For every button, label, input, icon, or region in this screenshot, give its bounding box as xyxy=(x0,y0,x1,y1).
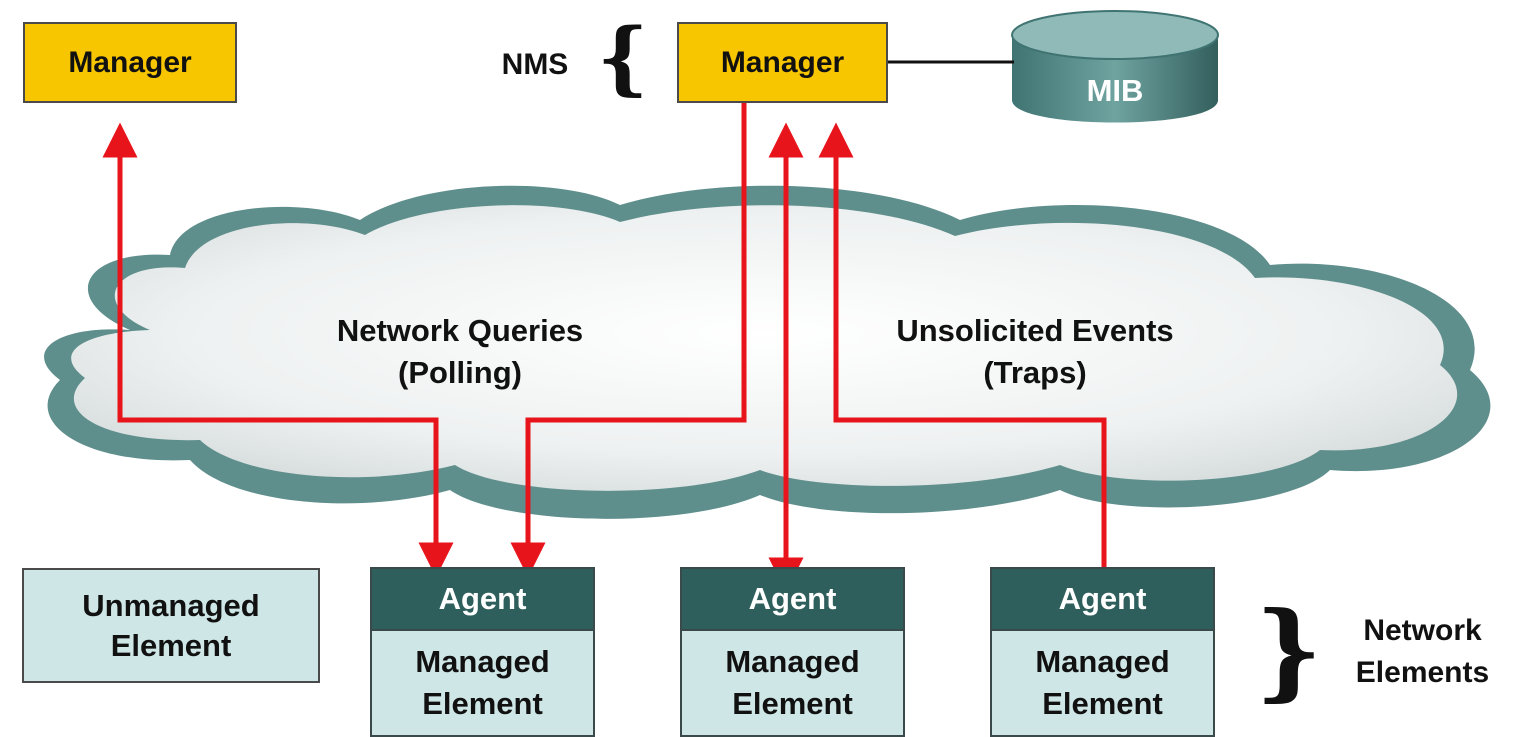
traps-label: Unsolicited Events (Traps) xyxy=(896,313,1174,390)
mib-label: MIB xyxy=(1086,73,1144,108)
unmanaged-element-label: Unmanaged Element xyxy=(82,587,260,663)
manager-box-nms: Manager xyxy=(677,22,888,103)
polling-arrow-left-manager xyxy=(102,122,454,578)
managed-element-2: Agent Managed Element xyxy=(680,567,905,737)
managed-element-label: Managed Element xyxy=(725,644,860,721)
manager-label: Manager xyxy=(68,45,192,79)
trap-arrow-agent3 xyxy=(818,122,1107,570)
managed-element-3: Agent Managed Element xyxy=(990,567,1215,737)
manager-label: Manager xyxy=(720,45,845,79)
nms-label: NMS xyxy=(501,48,569,81)
agent-label: Agent xyxy=(682,569,903,631)
managed-element-1: Agent Managed Element xyxy=(370,567,595,737)
polling-label: Network Queries (Polling) xyxy=(336,313,584,390)
managed-element-label: Managed Element xyxy=(1035,644,1170,721)
agent-label: Agent xyxy=(372,569,593,631)
network-elements-brace-icon: } xyxy=(1255,588,1323,712)
mib-database-icon xyxy=(1011,10,1219,123)
managed-element-label: Managed Element xyxy=(415,644,550,721)
unmanaged-element-box: Unmanaged Element xyxy=(22,568,320,683)
nms-brace-icon: { xyxy=(597,10,649,104)
polling-arrow-nms-agent1 xyxy=(510,102,747,578)
agent-label: Agent xyxy=(992,569,1213,631)
network-elements-label: Network Elements xyxy=(1355,614,1490,689)
manager-box-left: Manager xyxy=(23,22,237,103)
